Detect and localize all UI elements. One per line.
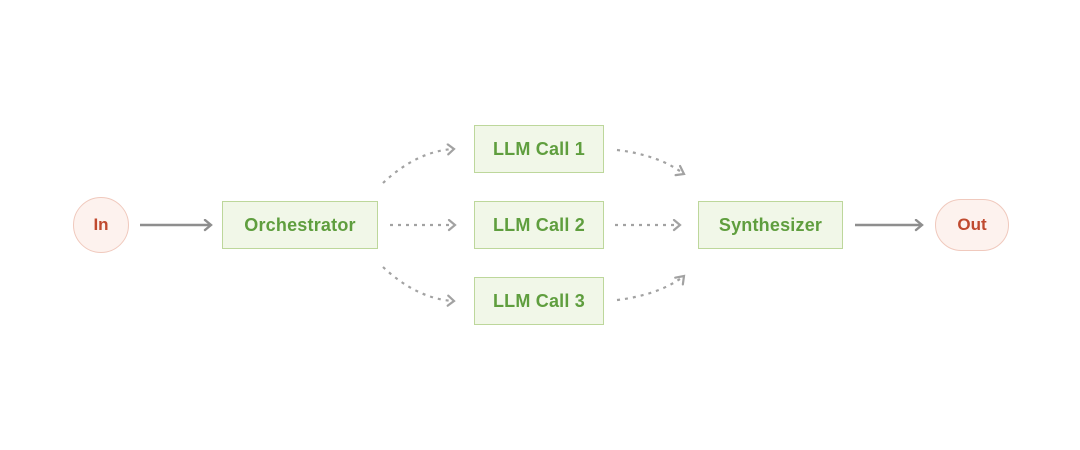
llm-call-2-node-label: LLM Call 2 bbox=[492, 214, 585, 235]
output-node-label: Out bbox=[957, 215, 987, 234]
synthesizer-node: Synthesizer bbox=[698, 201, 843, 249]
orchestrator-node-label: Orchestrator bbox=[244, 214, 356, 235]
input-node: In bbox=[73, 197, 129, 253]
orchestrator-node: Orchestrator bbox=[222, 201, 378, 249]
input-node-label: In bbox=[93, 215, 109, 234]
arrow-orchestrator-to-llm3 bbox=[382, 266, 454, 301]
arrow-llm1-to-synthesizer bbox=[616, 148, 686, 177]
llm-call-3-node-label: LLM Call 3 bbox=[492, 290, 585, 311]
llm-call-3-node: LLM Call 3 bbox=[474, 277, 604, 325]
llm-call-1-node: LLM Call 1 bbox=[474, 125, 604, 173]
llm-call-2-node: LLM Call 2 bbox=[474, 201, 604, 249]
llm-call-1-node-label: LLM Call 1 bbox=[492, 138, 585, 159]
arrow-llm3-to-synthesizer bbox=[616, 274, 686, 302]
arrow-orchestrator-to-llm1 bbox=[382, 149, 454, 184]
synthesizer-node-label: Synthesizer bbox=[718, 214, 823, 235]
output-node: Out bbox=[935, 199, 1009, 251]
